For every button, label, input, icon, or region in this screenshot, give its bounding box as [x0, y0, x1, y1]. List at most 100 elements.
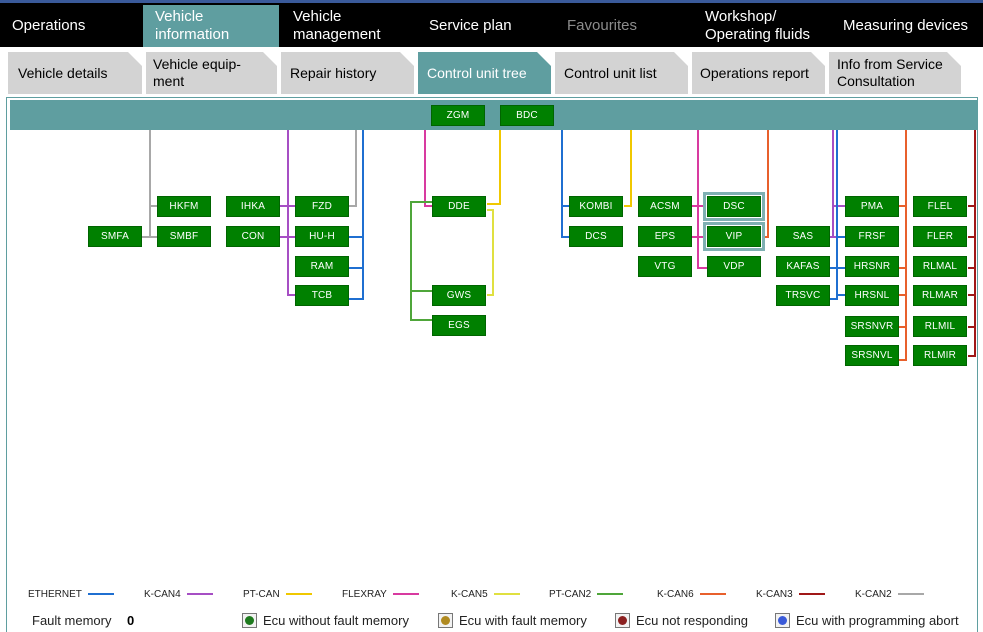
status-indicator-icon — [615, 613, 630, 628]
status-label: Ecu not responding — [636, 613, 749, 628]
ecu-fzd[interactable]: FZD — [295, 196, 349, 217]
ecu-ram[interactable]: RAM — [295, 256, 349, 277]
status-label: Ecu with fault memory — [459, 613, 587, 628]
ecu-srsnvl[interactable]: SRSNVL — [845, 345, 899, 366]
legend-line — [699, 593, 726, 595]
legend-line — [186, 593, 213, 595]
legend-flexray: FLEXRAY — [342, 587, 419, 601]
ecu-con[interactable]: CON — [226, 226, 280, 247]
ecu-dsc[interactable]: DSC — [703, 192, 765, 221]
ecu-egs[interactable]: EGS — [432, 315, 486, 336]
legend-line — [392, 593, 419, 595]
top-navigation: Operations Vehicle information Vehicle m… — [0, 0, 983, 47]
legend-label: K-CAN6 — [657, 588, 694, 600]
wires-flexray — [424, 130, 707, 269]
sub-tabs: Vehicle details Vehicle equip- ment Repa… — [0, 47, 983, 97]
legend-label: K-CAN5 — [451, 588, 488, 600]
legend-line — [493, 593, 520, 595]
legend-label: ETHERNET — [28, 588, 82, 600]
ecu-vdp[interactable]: VDP — [707, 256, 761, 277]
nav-workshop-operating-fluids[interactable]: Workshop/ Operating fluids — [705, 8, 811, 43]
ecu-ihka[interactable]: IHKA — [226, 196, 280, 217]
ecu-hrsnl[interactable]: HRSNL — [845, 285, 899, 306]
tab-control-unit-tree[interactable]: Control unit tree — [418, 52, 551, 94]
ecu-pma[interactable]: PMA — [845, 196, 899, 217]
wires-k-can2 — [139, 130, 357, 238]
wires-pt-can — [487, 130, 632, 207]
ecu-bdc[interactable]: BDC — [500, 105, 554, 126]
ecu-srsnvr[interactable]: SRSNVR — [845, 316, 899, 337]
wires-k-can5 — [487, 209, 494, 296]
legend-line — [798, 593, 825, 595]
legend-ethernet: ETHERNET — [28, 587, 114, 601]
legend-k-can5: K-CAN5 — [451, 587, 520, 601]
status-label: Ecu without fault memory — [263, 613, 409, 628]
tab-control-unit-list[interactable]: Control unit list — [555, 52, 688, 94]
tab-info-service-consultation[interactable]: Info from Service Consultation — [829, 52, 961, 94]
tab-vehicle-details[interactable]: Vehicle details — [8, 52, 142, 94]
nav-service-plan[interactable]: Service plan — [429, 17, 512, 34]
status-indicator-icon — [242, 613, 257, 628]
ecu-tcb[interactable]: TCB — [295, 285, 349, 306]
legend-line — [285, 593, 312, 595]
status-dot — [778, 616, 787, 625]
legend-label: PT-CAN2 — [549, 588, 592, 600]
ecu-acsm[interactable]: ACSM — [638, 196, 692, 217]
status-ecu-not-responding: Ecu not responding — [615, 612, 748, 629]
ecu-dcs[interactable]: DCS — [569, 226, 623, 247]
nav-favourites[interactable]: Favourites — [567, 17, 638, 34]
ecu-zgm[interactable]: ZGM — [431, 105, 485, 126]
nav-vehicle-information[interactable]: Vehicle information — [143, 5, 279, 47]
wires-k-can3 — [968, 130, 976, 357]
ecu-smbf[interactable]: SMBF — [157, 226, 211, 247]
ecu-kombi[interactable]: KOMBI — [569, 196, 623, 217]
tab-operations-report[interactable]: Operations report — [692, 52, 825, 94]
status-dot — [245, 616, 254, 625]
ecu-frsf[interactable]: FRSF — [845, 226, 899, 247]
status-ecu-without-fault: Ecu without fault memory — [242, 612, 409, 629]
nav-measuring-devices[interactable]: Measuring devices — [843, 17, 969, 34]
status-label: Ecu with programming abort — [796, 613, 959, 628]
ecu-rlmir[interactable]: RLMIR — [913, 345, 967, 366]
ecu-gws[interactable]: GWS — [432, 285, 486, 306]
tab-repair-history[interactable]: Repair history — [281, 52, 414, 94]
legend-k-can6: K-CAN6 — [657, 587, 726, 601]
nav-vehicle-management[interactable]: Vehicle management — [293, 8, 381, 43]
ecu-hrsnr[interactable]: HRSNR — [845, 256, 899, 277]
status-dot — [618, 616, 627, 625]
ecu-flel[interactable]: FLEL — [913, 196, 967, 217]
nav-operations[interactable]: Operations — [12, 17, 86, 34]
ecu-vip[interactable]: VIP — [703, 222, 765, 251]
fault-memory-count: 0 — [127, 613, 135, 628]
legend-line — [87, 593, 114, 595]
ecu-smfa[interactable]: SMFA — [88, 226, 142, 247]
ecu-dde[interactable]: DDE — [432, 196, 486, 217]
ecu-hu-h[interactable]: HU-H — [295, 226, 349, 247]
ecu-kafas[interactable]: KAFAS — [776, 256, 830, 277]
legend-line — [597, 593, 624, 595]
ecu-rlmar[interactable]: RLMAR — [913, 285, 967, 306]
legend-label: K-CAN4 — [144, 588, 181, 600]
ecu-sas[interactable]: SAS — [776, 226, 830, 247]
ecu-rlmil[interactable]: RLMIL — [913, 316, 967, 337]
legend-pt-can: PT-CAN — [243, 587, 312, 601]
ecu-vtg[interactable]: VTG — [638, 256, 692, 277]
wires-k-can6 — [762, 130, 907, 361]
status-ecu-with-fault: Ecu with fault memory — [438, 612, 587, 629]
tab-vehicle-equipment[interactable]: Vehicle equip- ment — [146, 52, 277, 94]
fault-memory-label: Fault memory — [32, 613, 112, 628]
legend-line — [897, 593, 924, 595]
ecu-rlmal[interactable]: RLMAL — [913, 256, 967, 277]
legend-label: PT-CAN — [243, 588, 280, 600]
legend-k-can4: K-CAN4 — [144, 587, 213, 601]
status-indicator-icon — [438, 613, 453, 628]
wires-ethernet — [348, 130, 845, 300]
legend-label: FLEXRAY — [342, 588, 387, 600]
ecu-fler[interactable]: FLER — [913, 226, 967, 247]
ecu-trsvc[interactable]: TRSVC — [776, 285, 830, 306]
ecu-eps[interactable]: EPS — [638, 226, 692, 247]
ecu-hkfm[interactable]: HKFM — [157, 196, 211, 217]
legend-label: K-CAN3 — [756, 588, 793, 600]
gateway-bus-bar — [10, 100, 977, 130]
